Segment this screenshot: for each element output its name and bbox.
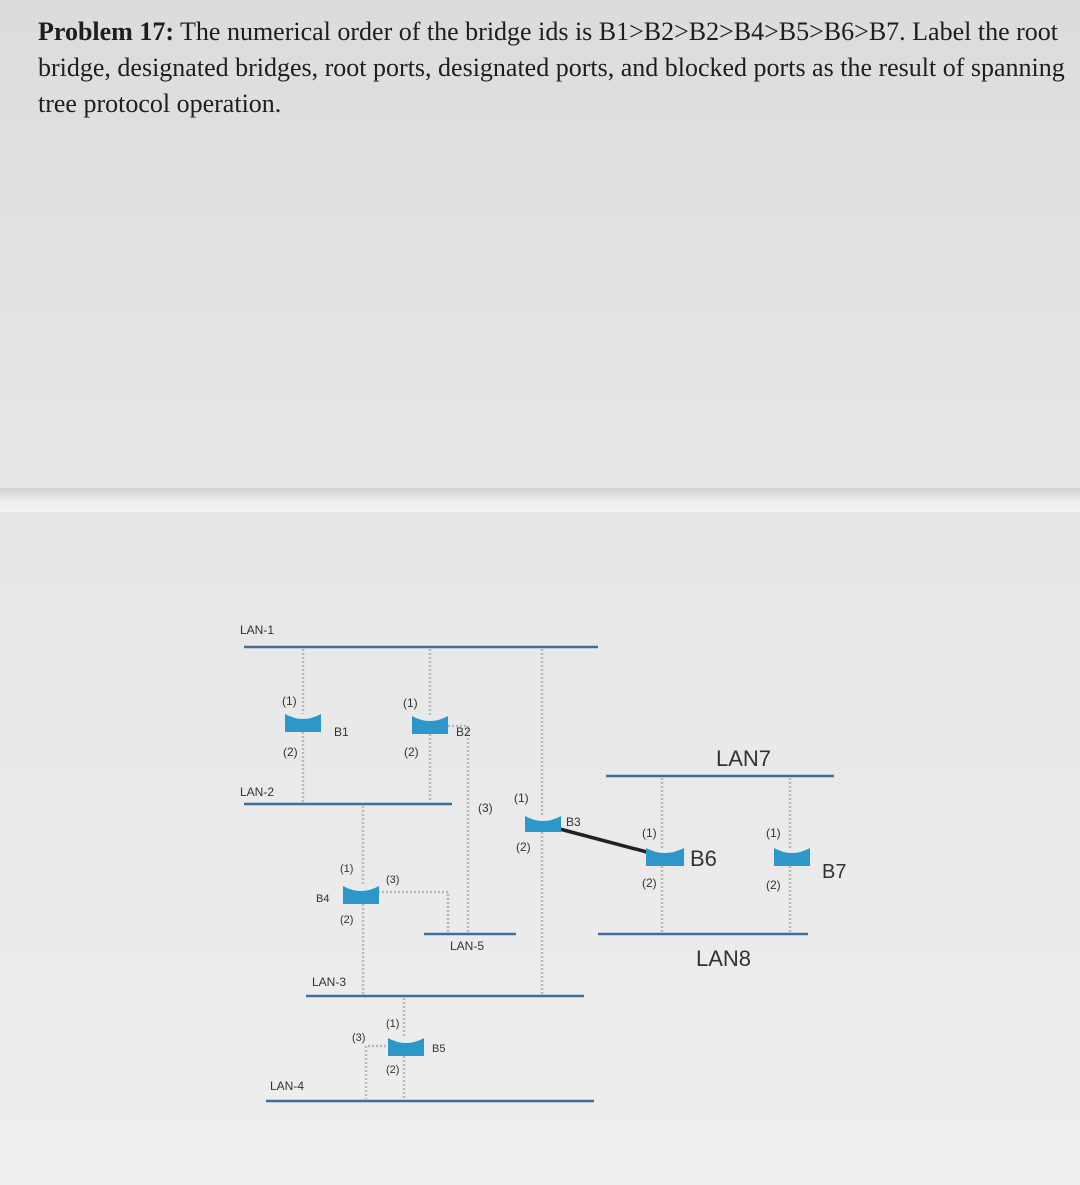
bridge-b7-icon bbox=[774, 848, 810, 866]
b3-b6-link bbox=[555, 826, 663, 858]
bridge-b5-name: B5 bbox=[432, 1043, 445, 1055]
lan-7-label: LAN7 bbox=[716, 746, 771, 771]
problem-text: The numerical order of the bridge ids is… bbox=[38, 17, 1065, 118]
bridge-b4-icon bbox=[343, 886, 379, 904]
b2-port3-label: (3) bbox=[478, 801, 493, 815]
bridge-b2-name: B2 bbox=[456, 725, 471, 739]
b5-port3-wire bbox=[364, 1044, 390, 1099]
b4-port3-wire bbox=[378, 890, 450, 932]
bridge-b7-name: B7 bbox=[822, 861, 846, 883]
b2-port1-label: (1) bbox=[403, 696, 418, 710]
b7-port2-label: (2) bbox=[766, 878, 781, 892]
b6-port1-label: (1) bbox=[642, 826, 657, 840]
lan-8-label: LAN8 bbox=[696, 946, 751, 971]
b5-port1-label: (1) bbox=[386, 1018, 399, 1030]
b6-port2-label: (2) bbox=[642, 876, 657, 890]
bridge-b1-icon bbox=[285, 714, 321, 732]
b7-port1-label: (1) bbox=[766, 826, 781, 840]
page-fold-band bbox=[0, 488, 1080, 512]
b2-port3-wire bbox=[444, 724, 470, 932]
problem-label: Problem 17: bbox=[38, 17, 174, 46]
b3-port1-label: (1) bbox=[514, 791, 529, 805]
lan-5-label: LAN-5 bbox=[450, 939, 484, 953]
bridge-b1-name: B1 bbox=[334, 725, 349, 739]
b4-port3-label: (3) bbox=[386, 874, 399, 886]
problem-statement: Problem 17: The numerical order of the b… bbox=[38, 14, 1068, 122]
bridge-b6-icon bbox=[646, 848, 684, 866]
bridge-b3-icon bbox=[525, 816, 561, 832]
lan-3-label: LAN-3 bbox=[312, 975, 346, 989]
bridge-b5-icon bbox=[388, 1038, 424, 1056]
b4-port1-label: (1) bbox=[340, 863, 353, 875]
lan-4-label: LAN-4 bbox=[270, 1079, 304, 1093]
bridge-b6-name: B6 bbox=[690, 846, 717, 871]
b5-port3-label: (3) bbox=[352, 1032, 365, 1044]
bridge-b4-name: B4 bbox=[316, 893, 329, 905]
lan-2-label: LAN-2 bbox=[240, 785, 274, 799]
b2-port2-label: (2) bbox=[404, 745, 419, 759]
b5-port2-label: (2) bbox=[386, 1064, 399, 1076]
b1-port2-label: (2) bbox=[283, 745, 298, 759]
bridge-b3-name: B3 bbox=[566, 815, 581, 829]
b1-port1-label: (1) bbox=[282, 694, 297, 708]
b3-port2-label: (2) bbox=[516, 840, 531, 854]
bridge-b2-icon bbox=[412, 716, 448, 734]
lan-1-label: LAN-1 bbox=[240, 623, 274, 637]
b4-port2-label: (2) bbox=[340, 914, 353, 926]
